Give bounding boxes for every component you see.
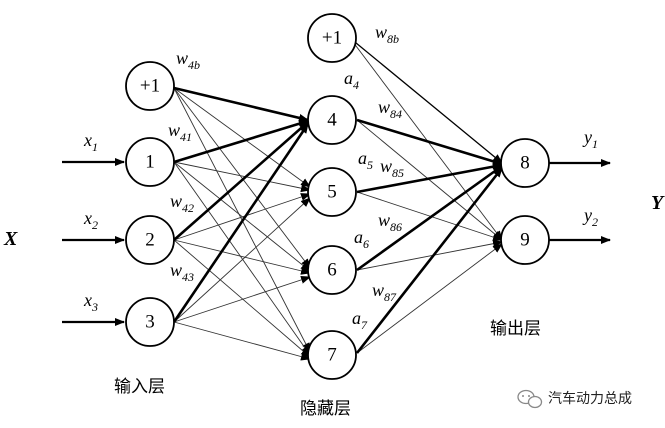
edge-4-8 — [356, 118, 503, 166]
input-vector-label: X — [3, 228, 18, 250]
node-8: 8 — [500, 138, 550, 188]
node-label: +1 — [322, 28, 342, 49]
edge-3-5 — [173, 197, 311, 323]
edge-1-4 — [173, 119, 309, 164]
node-label: 8 — [520, 153, 530, 174]
edge-3-7 — [173, 321, 311, 361]
input-layer-nodes: +1 1 2 3 — [125, 61, 175, 347]
weight-labels: w4b w41 w42 w43 w8b w84 w85 w86 w87 — [168, 22, 404, 304]
input-x1: x1 — [83, 130, 98, 154]
node-label: 2 — [145, 230, 155, 251]
edge-3-6 — [173, 276, 311, 323]
edge-4-9 — [356, 119, 503, 241]
io-labels: x1 x2 x3 y1 y2 X Y — [3, 127, 665, 314]
weight-w42: w42 — [170, 191, 194, 215]
node-label: 4 — [327, 110, 337, 131]
node-5: 5 — [307, 167, 357, 217]
edge-6-8 — [356, 164, 503, 272]
input-x3: x3 — [83, 290, 98, 314]
output-vector-label: Y — [651, 192, 665, 214]
edge-2-7 — [173, 239, 311, 358]
node-3: 3 — [125, 297, 175, 347]
activation-a7: a7 — [352, 308, 368, 332]
node-label: 7 — [327, 345, 337, 366]
node-label: 6 — [327, 260, 337, 281]
edge-b-4 — [173, 86, 309, 122]
edge-7-9 — [356, 243, 503, 354]
node-2: 2 — [125, 215, 175, 265]
hidden-layer-label: 隐藏层 — [300, 399, 351, 419]
weight-w87: w87 — [372, 280, 397, 304]
edge-6-9 — [356, 239, 503, 271]
node-9: 9 — [500, 215, 550, 265]
weight-w8b: w8b — [375, 22, 399, 46]
layer-labels: 输入层 隐藏层 输出层 — [114, 319, 541, 419]
edge-5-8 — [356, 162, 503, 194]
input-h4-thick-connections — [172, 86, 310, 323]
edge-7-8 — [355, 167, 504, 354]
node-label: 9 — [520, 230, 530, 251]
edge-2-4 — [173, 121, 309, 241]
edge-hb-9 — [349, 37, 503, 241]
edge-2-5 — [173, 193, 311, 241]
activation-labels: a4 a5 a6 a7 — [344, 68, 373, 332]
node-hidden-bias: +1 — [307, 13, 357, 63]
weight-w4b: w4b — [176, 48, 200, 72]
edge-hb-8 — [349, 37, 503, 164]
edge-b-5 — [173, 87, 311, 188]
input-x2: x2 — [83, 208, 98, 232]
wechat-icon — [517, 389, 543, 409]
edge-1-7 — [173, 161, 311, 356]
watermark-text: 汽车动力总成 — [548, 390, 632, 407]
input-hidden-thin-connections — [173, 87, 311, 361]
node-label: 5 — [327, 182, 337, 203]
weight-w85: w85 — [380, 156, 404, 180]
weight-w84: w84 — [378, 97, 402, 121]
hidden-output-thin-connections — [349, 37, 503, 354]
output-layer-label: 输出层 — [490, 319, 541, 339]
node-1: 1 — [125, 137, 175, 187]
activation-a6: a6 — [354, 227, 369, 251]
hidden-o8-thick-connections — [349, 37, 504, 354]
activation-a5: a5 — [358, 148, 373, 172]
input-arrows — [62, 158, 125, 326]
watermark: 汽车动力总成 — [517, 389, 632, 409]
weight-w43: w43 — [170, 260, 194, 284]
node-6: 6 — [307, 245, 357, 295]
output-y1: y1 — [582, 127, 598, 151]
edge-b-6 — [173, 87, 311, 269]
node-7: 7 — [307, 330, 357, 380]
node-label: +1 — [140, 76, 160, 97]
node-input-bias: +1 — [125, 61, 175, 111]
weight-w86: w86 — [378, 210, 402, 234]
output-arrows — [548, 159, 611, 244]
output-layer-nodes: 8 9 — [500, 138, 550, 265]
edge-1-5 — [173, 161, 311, 193]
hidden-layer-nodes: +1 4 5 6 7 — [307, 13, 357, 380]
edge-5-9 — [356, 191, 503, 241]
node-4: 4 — [307, 95, 357, 145]
node-label: 1 — [145, 152, 155, 173]
node-label: 3 — [145, 312, 155, 333]
edge-1-6 — [173, 161, 311, 272]
output-y2: y2 — [582, 205, 598, 229]
activation-a4: a4 — [344, 68, 359, 92]
input-layer-label: 输入层 — [114, 377, 165, 397]
edge-2-6 — [173, 239, 311, 275]
weight-w41: w41 — [168, 120, 192, 144]
edge-3-4 — [172, 123, 310, 323]
